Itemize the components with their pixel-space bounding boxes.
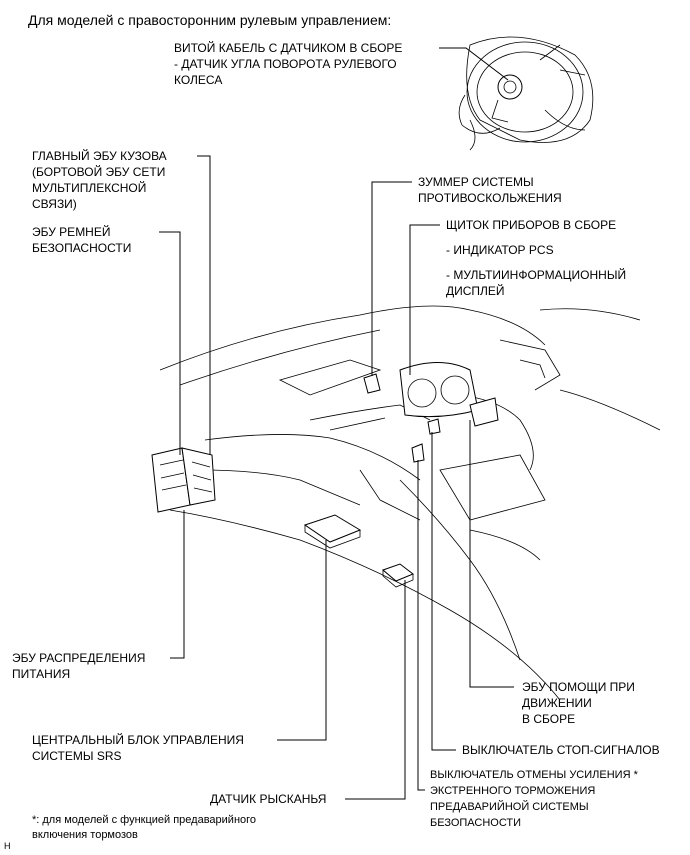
- corner-mark: H: [4, 841, 11, 851]
- power-ecu-label: ЭБУ РАСПРЕДЕЛЕНИЯ ПИТАНИЯ: [12, 651, 146, 681]
- main-body-ecu-label: ГЛАВНЫЙ ЭБУ КУЗОВА (БОРТОВОЙ ЭБУ СЕТИ МУ…: [32, 149, 167, 211]
- yaw-sensor-label: ДАТЧИК РЫСКАНЬЯ: [210, 792, 327, 806]
- pcs-indicator-label: - ИНДИКАТОР PCS: [446, 243, 554, 257]
- srs-center-label: ЦЕНТРАЛЬНЫЙ БЛОК УПРАВЛЕНИЯ СИСТЕМЫ SRS: [32, 733, 244, 763]
- main-body-ecu-part: [151, 447, 216, 513]
- stop-light-switch-part: [427, 418, 441, 435]
- dashboard-drawing: [159, 305, 661, 701]
- yaw-sensor-part: [382, 563, 414, 588]
- buzzer-label: ЗУММЕР СИСТЕМЫ ПРОТИВОСКОЛЬЖЕНИЯ: [418, 175, 562, 205]
- driving-support-ecu-part: [469, 397, 499, 427]
- pcs-brake-switch-part: [411, 443, 425, 463]
- pcs-brake-switch-label: ВЫКЛЮЧАТЕЛЬ ОТМЕНЫ УСИЛЕНИЯ * ЭКСТРЕННОГ…: [430, 769, 638, 829]
- buzzer-part: [363, 373, 381, 394]
- multi-display-label: - МУЛЬТИИНФОРМАЦИОННЫЙ ДИСПЛЕЙ: [446, 268, 627, 298]
- driving-support-ecu-label: ЭБУ ПОМОЩИ ПРИ ДВИЖЕНИИ В СБОРЕ: [522, 680, 635, 726]
- seatbelt-ecu-label: ЭБУ РЕМНЕЙ БЕЗОПАСНОСТИ: [32, 225, 132, 255]
- meter-part: [399, 362, 479, 418]
- meter-label: ЩИТОК ПРИБОРОВ В СБОРЕ: [446, 218, 617, 232]
- steering-wheel-drawing: [458, 36, 594, 151]
- srs-center-part: [303, 514, 362, 549]
- page-title: Для моделей с правосторонним рулевым упр…: [28, 12, 392, 28]
- leader-lines: [159, 47, 514, 800]
- footnote: *: для моделей с функцией предаварийного…: [32, 814, 257, 841]
- spiral-cable-label: ВИТОЙ КАБЕЛЬ С ДАТЧИКОМ В СБОРЕ - ДАТЧИК…: [174, 41, 403, 87]
- stop-light-switch-label: ВЫКЛЮЧАТЕЛЬ СТОП-СИГНАЛОВ: [462, 743, 660, 757]
